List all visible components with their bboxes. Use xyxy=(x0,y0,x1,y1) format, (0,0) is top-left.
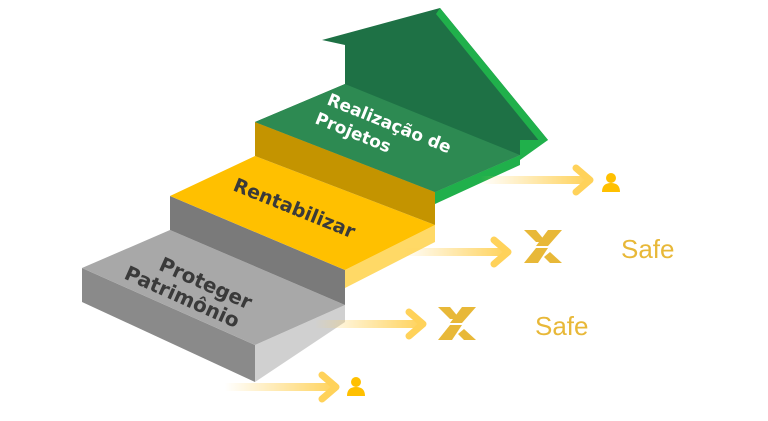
step-proteger-patrimonio: Proteger Patrimônio xyxy=(82,196,345,382)
safe-label-row3: Safe xyxy=(535,311,589,341)
safe-label-row2: Safe xyxy=(621,234,675,264)
arrow-row1 xyxy=(480,164,594,196)
step-realizacao-projetos: Realização de Projetos xyxy=(255,8,548,204)
arrow-row3 xyxy=(315,308,427,340)
user-icon xyxy=(347,377,365,396)
arrow-row2 xyxy=(400,236,512,268)
safe-x-logo-icon xyxy=(524,230,562,263)
arrow-row4 xyxy=(225,371,340,403)
safe-x-logo-icon xyxy=(438,307,476,340)
user-icon xyxy=(602,173,620,192)
